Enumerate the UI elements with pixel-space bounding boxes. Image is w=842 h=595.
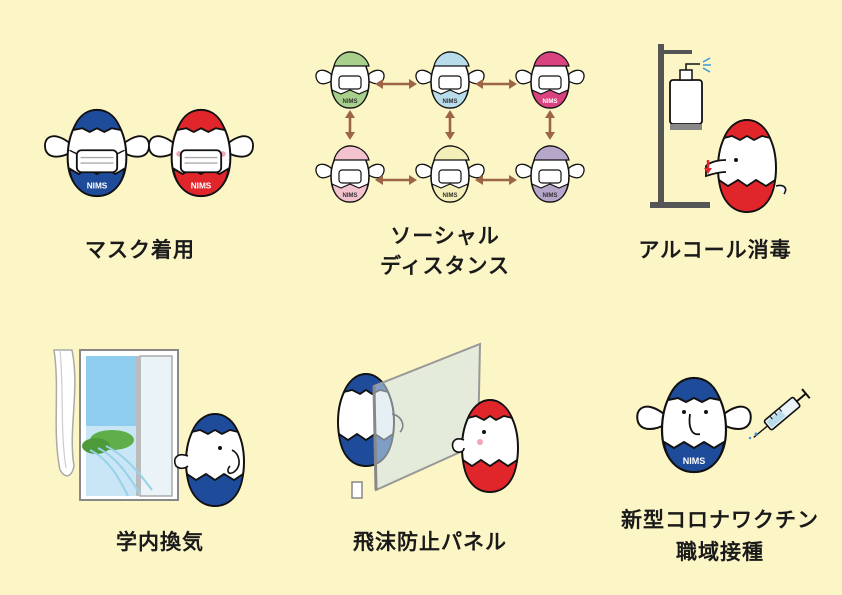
item-mask: NIMS NIMS	[30, 90, 254, 280]
svg-text:NIMS: NIMS	[543, 193, 558, 199]
window-curtain-icon	[53, 349, 179, 501]
svg-text:NIMS: NIMS	[343, 99, 358, 105]
mascot-red-panel-icon	[451, 398, 520, 494]
svg-text:NIMS: NIMS	[543, 99, 558, 105]
label-distance-line2: ディスタンス	[379, 254, 511, 278]
distance-grid-icon: NIMS NIMS NIMS NIMS NIMS	[315, 51, 585, 203]
item-vaccine: NIMS	[630, 370, 820, 490]
mascot-red-sanitizing-icon	[704, 118, 787, 214]
mascot-blue-masked-icon: NIMS	[44, 108, 150, 198]
svg-text:NIMS: NIMS	[683, 456, 706, 466]
mascot-red-masked-icon: NIMS	[148, 108, 254, 198]
svg-text:NIMS: NIMS	[87, 182, 108, 191]
item-distance: NIMS NIMS NIMS NIMS NIMS	[305, 40, 585, 220]
svg-text:NIMS: NIMS	[191, 182, 212, 191]
label-panel: 飛沫防止パネル	[353, 530, 507, 554]
item-panel	[320, 340, 540, 510]
label-mask: マスク着用	[85, 238, 195, 262]
label-ventilation: 学内換気	[116, 530, 204, 554]
mascot-blue-vaccine-icon: NIMS	[636, 376, 752, 474]
sanitizer-stand-icon	[650, 44, 711, 208]
svg-text:NIMS: NIMS	[443, 193, 458, 199]
label-vaccine-line2: 職域接種	[676, 540, 764, 564]
svg-text:NIMS: NIMS	[443, 99, 458, 105]
item-ventilation	[50, 340, 270, 510]
item-alcohol	[640, 40, 800, 215]
svg-text:NIMS: NIMS	[343, 193, 358, 199]
mascot-blue-ventilation-icon	[173, 412, 246, 508]
label-vaccine-line1: 新型コロナワクチン	[621, 508, 819, 532]
syringe-icon	[748, 388, 811, 440]
label-distance-line1: ソーシャル	[390, 224, 500, 248]
label-alcohol: アルコール消毒	[638, 238, 792, 262]
